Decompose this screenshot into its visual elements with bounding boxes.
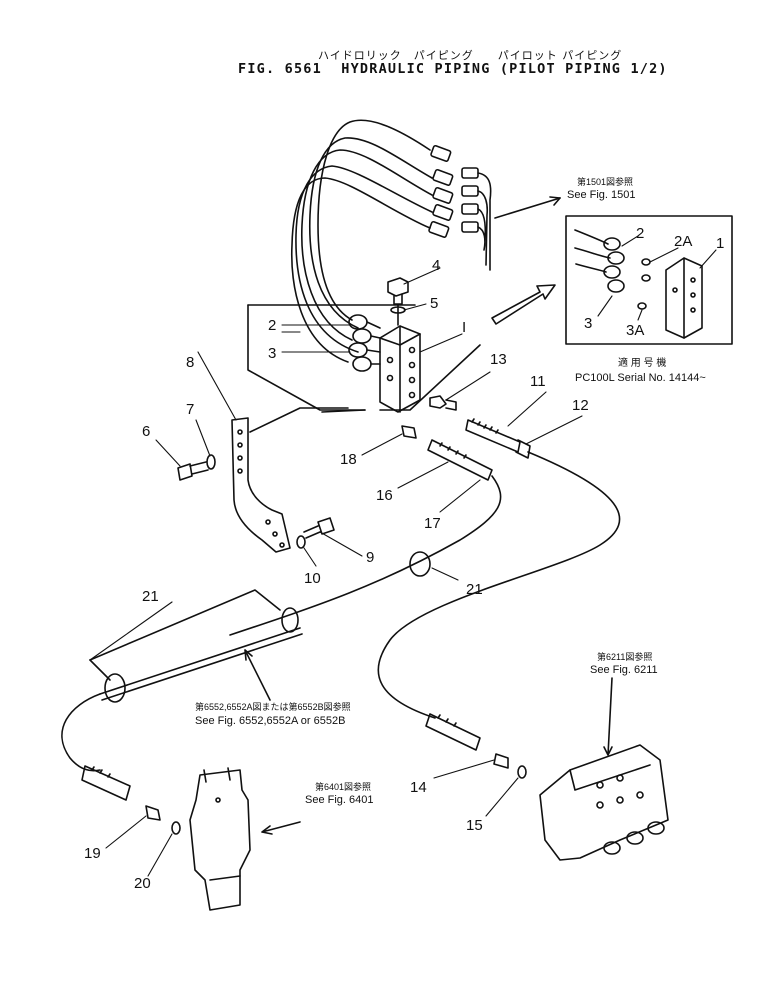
control-valve (539, 744, 669, 861)
hose-part-14 (425, 713, 509, 769)
inset-serial-jp: 適 用 号 機 (618, 356, 666, 369)
clamp-part-21-right (409, 551, 431, 577)
pilot-hose-line-right (377, 451, 621, 719)
inset-fittings (574, 229, 651, 310)
callout-3: 3 (584, 315, 592, 332)
elbow-part-13 (429, 395, 457, 411)
arrow-to-pipe (244, 649, 271, 701)
callout-1: 1 (716, 235, 724, 252)
ref-1501-jp: 第1501図参照 (577, 176, 633, 187)
cap-part-4 (387, 277, 409, 305)
callout-21-left: 21 (142, 588, 159, 605)
callout-7: 7 (186, 401, 194, 418)
ref-6211: See Fig. 6211 (590, 664, 658, 676)
callout-14: 14 (410, 779, 427, 796)
callout-21-right: 21 (466, 581, 483, 598)
wiring-harness (461, 167, 561, 271)
arrow-to-swivel (261, 821, 301, 835)
bracket-part-8 (231, 407, 349, 553)
callout-17: 17 (424, 515, 441, 532)
hose-part-11 (465, 418, 521, 453)
callout-15: 15 (466, 817, 483, 834)
swivel-joint (189, 767, 251, 911)
callout-19: 19 (84, 845, 101, 862)
inset-serial: PC100L Serial No. 14144~ (575, 372, 706, 384)
pilot-hose-line-center (229, 475, 502, 636)
clamp-part-21-left-a (281, 607, 299, 633)
pipe-left-loop (61, 693, 101, 772)
callout-3-main: 3 (268, 345, 276, 362)
pilot-pipe-main (99, 627, 303, 701)
o-ring-part-15 (517, 765, 527, 779)
valve-fittings-group (348, 314, 381, 372)
callout-8: 8 (186, 354, 194, 371)
callout-2-main: 2 (268, 317, 276, 334)
figure-number: FIG. 6561 (238, 61, 322, 77)
hose-fitting-part-19 (81, 765, 161, 821)
callout-16: 16 (376, 487, 393, 504)
ref-6211-jp: 第6211図参照 (597, 651, 652, 662)
bolt-part-9 (303, 517, 335, 539)
callout-2a: 2A (674, 233, 692, 250)
inset-valve-block (665, 257, 703, 339)
clamp-part-21-left-b (104, 673, 126, 703)
ref-6552-jp: 第6552,6552A図または第6552B図参照 (195, 701, 351, 712)
hose-part-16 (427, 439, 493, 481)
ref-6552: See Fig. 6552,6552A or 6552B (195, 715, 345, 727)
header-title-line: FIG. 6561 HYDRAULIC PIPING (PILOT PIPING… (238, 61, 668, 77)
header-jp-title: ハイドロリック パイピング パイロット パイピング (318, 49, 623, 62)
solenoid-valve-block (379, 325, 421, 413)
fitting-part-18 (401, 425, 417, 439)
callout-11: 11 (530, 373, 546, 390)
callout-6: 6 (142, 423, 150, 440)
pilot-hose-loops (290, 119, 433, 363)
valve-detail-frame (247, 304, 481, 413)
arrow-to-control-valve (603, 677, 613, 756)
callout-2: 2 (636, 225, 644, 242)
hose-end-fittings (428, 144, 454, 238)
detail-marker-i: I (462, 319, 466, 336)
callout-20: 20 (134, 875, 151, 892)
callout-13: 13 (490, 351, 507, 368)
ref-6401: See Fig. 6401 (305, 794, 374, 806)
callout-3a: 3A (626, 322, 644, 339)
o-ring-part-20 (171, 821, 181, 835)
callout-9: 9 (366, 549, 374, 566)
ref-1501: See Fig. 1501 (567, 189, 636, 201)
clamp-detail-frame (89, 589, 281, 681)
callout-12: 12 (572, 397, 589, 414)
washer-part-10 (296, 535, 306, 549)
leader-lines (89, 235, 717, 877)
inset-frame (565, 215, 733, 345)
ref-6401-jp: 第6401図参照 (315, 781, 371, 792)
washer-part-7 (206, 454, 216, 470)
callout-4: 4 (432, 257, 440, 274)
callout-5: 5 (430, 295, 438, 312)
figure-title: HYDRAULIC PIPING (PILOT PIPING 1/2) (341, 61, 668, 77)
callout-18: 18 (340, 451, 357, 468)
callout-10: 10 (304, 570, 321, 587)
bolt-part-6 (177, 461, 209, 481)
inset-pointer-arrow (491, 284, 556, 325)
